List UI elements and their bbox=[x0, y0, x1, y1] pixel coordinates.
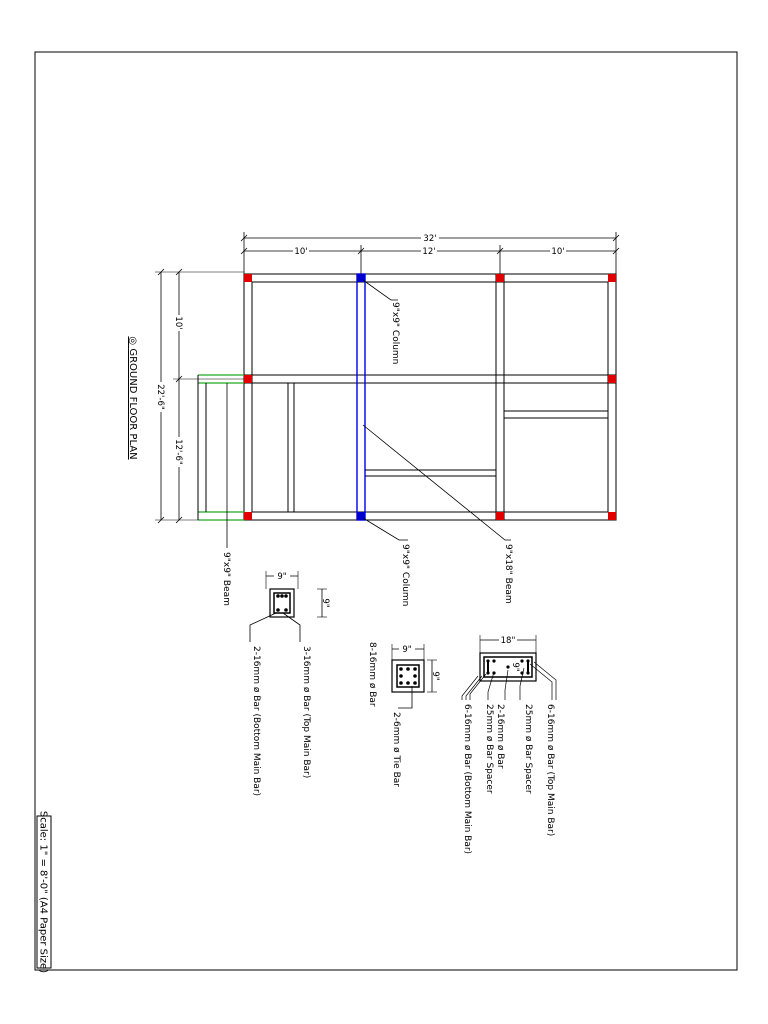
scale-note: Scale: 1" = 8'-0" (A4 Paper Size) bbox=[38, 811, 49, 973]
column-main-bar: 8-16mm ø Bar bbox=[367, 642, 377, 707]
corner-column bbox=[496, 274, 504, 282]
corner-column bbox=[244, 375, 252, 383]
column-height: 9" bbox=[430, 671, 440, 680]
beam-small-top-bar: 3-16mm ø Bar (Top Main Bar) bbox=[301, 646, 311, 778]
beam-main-spacer-2: 25mm ø Bar Spacer bbox=[484, 704, 494, 794]
beam-main-mid-bar: 2-16mm ø Bar bbox=[495, 704, 505, 769]
dim-depth-2: 12'-6" bbox=[173, 439, 183, 465]
left-dimensions bbox=[155, 268, 244, 524]
beam-main-height: 9" bbox=[510, 662, 520, 671]
label-beam-small: 9"x9" Beam bbox=[221, 552, 231, 606]
label-column-top: 9"x9" Column bbox=[390, 302, 400, 364]
detail-beam-small: 9" 9" 3-16mm ø Bar (Top Main Bar) 2-16mm… bbox=[249, 571, 330, 796]
beam-small-width: 9" bbox=[277, 572, 286, 582]
plan-title: ◎ GROUND FLOOR PLAN bbox=[127, 336, 138, 459]
beam-main-top-bar: 6-16mm ø Bar (Top Main Bar) bbox=[545, 704, 555, 836]
detail-column: 9" 9" 8-16mm ø Bar 2-6mm ø Tie Bar bbox=[367, 642, 440, 787]
dim-bay-3: 10' bbox=[551, 247, 564, 257]
highlight-column-top bbox=[357, 274, 365, 282]
beam-main-width: 18" bbox=[501, 636, 516, 646]
column-width: 9" bbox=[402, 645, 411, 655]
beam-main-spacer: 25mm ø Bar Spacer bbox=[523, 704, 533, 794]
svg-text:◎ GROUND FLOOR PLAN: ◎ GROUND FLOOR PLAN bbox=[127, 336, 138, 459]
dim-overall-width: 32' bbox=[423, 234, 436, 244]
highlight-beam bbox=[356, 273, 366, 521]
corner-column bbox=[244, 274, 252, 282]
dim-depth-1: 10' bbox=[173, 316, 183, 329]
corner-column bbox=[496, 512, 504, 520]
dim-bay-1: 10' bbox=[294, 247, 307, 257]
corner-column bbox=[244, 512, 252, 520]
label-column-bottom: 9"x9" Column bbox=[400, 544, 410, 606]
corner-column bbox=[608, 375, 616, 383]
column-tie-bar: 2-6mm ø Tie Bar bbox=[391, 712, 401, 787]
beam-main-bottom-bar: 6-16mm ø Bar (Bottom Main Bar) bbox=[462, 704, 472, 854]
scale-box: Scale: 1" = 8'-0" (A4 Paper Size) bbox=[36, 811, 52, 973]
leader-lines bbox=[226, 279, 511, 548]
dim-overall-depth: 22'-6" bbox=[155, 384, 165, 410]
detail-beam-main: 18" 9" 6-16mm ø Bar (Top Main Bar) 25mm … bbox=[461, 635, 557, 854]
dim-bay-2: 12' bbox=[422, 247, 435, 257]
floor-plan: 32' 10' 12' 10' 22'-6" 10' 12'-6" bbox=[127, 232, 620, 606]
sheet-border bbox=[34, 51, 738, 971]
label-beam-main: 9"x18" Beam bbox=[503, 544, 513, 604]
corner-column bbox=[608, 274, 616, 282]
highlight-column-bottom bbox=[357, 512, 365, 520]
corner-column bbox=[608, 512, 616, 520]
beam-small-height: 9" bbox=[320, 598, 330, 607]
beam-small-bottom-bar: 2-16mm ø Bar (Bottom Main Bar) bbox=[251, 646, 261, 796]
